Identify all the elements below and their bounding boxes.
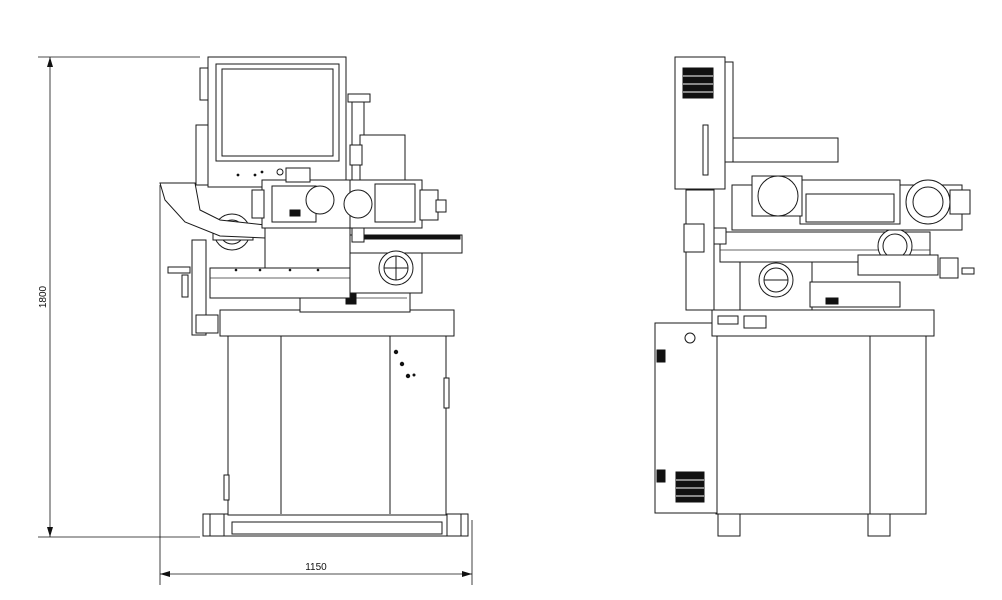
- width-dimension-label: 1150: [305, 562, 327, 573]
- height-dimension-label: 1800: [38, 285, 49, 308]
- side-view: [654, 56, 975, 537]
- front-view: [159, 56, 469, 537]
- height-dimension: [38, 56, 200, 538]
- width-dimension: [159, 185, 473, 585]
